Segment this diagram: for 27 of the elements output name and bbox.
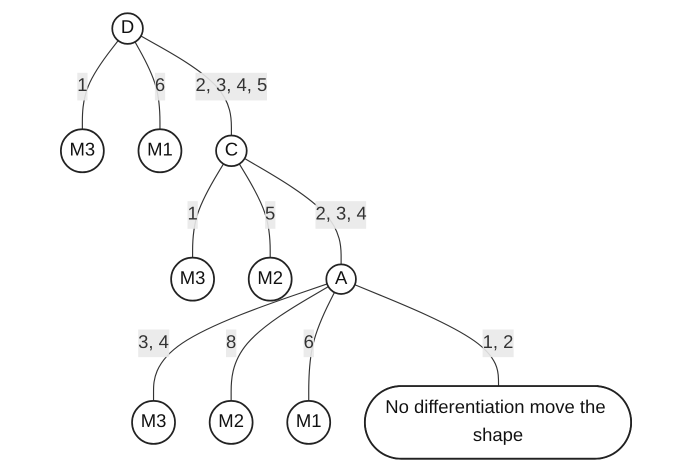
node-circle: M1 xyxy=(138,128,182,174)
connector xyxy=(230,286,329,401)
node-circle: C xyxy=(215,134,248,167)
node-circle: A xyxy=(325,263,357,295)
edge-label: 1 xyxy=(77,76,88,96)
edge-label: 5 xyxy=(265,204,276,224)
node-circle: M2 xyxy=(208,400,254,445)
node-circle: M3 xyxy=(131,400,176,445)
connector xyxy=(82,40,119,130)
connector xyxy=(244,158,342,264)
edge-label: 8 xyxy=(226,332,236,353)
edge-label: 1, 2 xyxy=(482,332,514,353)
connector xyxy=(152,283,328,401)
edge-label: 3, 4 xyxy=(138,332,169,353)
node-circle: M2 xyxy=(248,256,293,302)
connector xyxy=(354,284,500,387)
edge-label: 2, 3, 4, 5 xyxy=(195,76,268,96)
connector xyxy=(308,292,335,401)
edge-label: 6 xyxy=(304,332,314,353)
node-circle: M3 xyxy=(60,128,105,174)
node-circle: D xyxy=(111,12,144,45)
node-circle: M3 xyxy=(170,256,215,302)
node-circle: M1 xyxy=(286,400,332,445)
edge-label: 1 xyxy=(187,204,198,224)
edge-label: 6 xyxy=(154,76,166,96)
edge-label: 2, 3, 4 xyxy=(315,204,367,224)
connector xyxy=(140,36,232,136)
